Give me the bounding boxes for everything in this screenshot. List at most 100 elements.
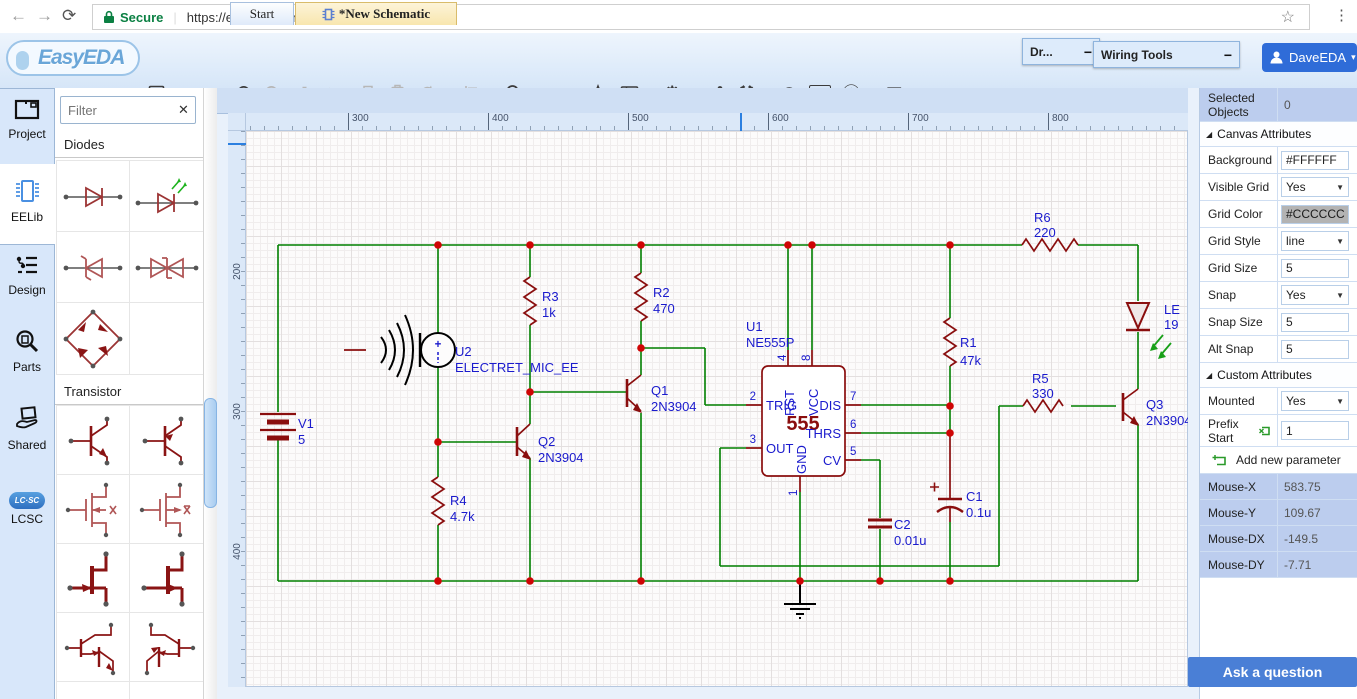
svg-text:Q3: Q3 xyxy=(1146,397,1163,412)
user-icon xyxy=(1269,50,1284,65)
svg-text:DIS: DIS xyxy=(819,398,841,413)
schematic-tab-icon xyxy=(322,8,335,21)
svg-text:U1: U1 xyxy=(746,319,763,334)
snap-size-input[interactable] xyxy=(1281,313,1349,332)
component-q2[interactable] xyxy=(517,424,531,460)
svg-text:U2: U2 xyxy=(455,344,472,359)
library-item-partial[interactable] xyxy=(56,681,130,699)
filter-input[interactable] xyxy=(61,102,176,119)
library-item-tvs-diode[interactable] xyxy=(129,231,203,304)
drawing-tools-minimize[interactable]: − xyxy=(1084,44,1092,60)
parts-search-icon xyxy=(14,328,40,354)
sidebar-item-eelib[interactable]: EELib xyxy=(0,178,54,224)
library-item-nmos[interactable] xyxy=(56,474,130,545)
schematic-canvas[interactable]: + V1 5 U2 ELECTRET_MIC_EE R3 1k R4 4.7k … xyxy=(246,131,1188,687)
logo-bubble-icon xyxy=(16,51,29,70)
wiring-tools-panel[interactable]: Wiring Tools − xyxy=(1093,41,1240,68)
library-scrollbar-track[interactable] xyxy=(203,88,217,699)
visible-grid-select[interactable]: Yes▼ xyxy=(1281,177,1349,197)
sidebar-item-design[interactable]: Design xyxy=(0,253,54,297)
sidebar-item-shared[interactable]: Shared xyxy=(0,406,54,452)
library-item-pmos[interactable] xyxy=(129,474,203,545)
svg-text:ELECTRET_MIC_EE: ELECTRET_MIC_EE xyxy=(455,360,579,375)
grid-size-input[interactable] xyxy=(1281,259,1349,278)
svg-text:LE: LE xyxy=(1164,302,1180,317)
svg-text:V1: V1 xyxy=(298,416,314,431)
user-account-button[interactable]: DaveEDA ▾ xyxy=(1262,43,1357,72)
wires[interactable] xyxy=(278,245,1138,581)
svg-text:330: 330 xyxy=(1032,386,1054,401)
schematic-drawing[interactable]: + V1 5 U2 ELECTRET_MIC_EE R3 1k R4 4.7k … xyxy=(246,131,1188,687)
prefix-start-input[interactable] xyxy=(1281,421,1349,440)
library-item-diode[interactable] xyxy=(56,160,130,233)
background-input[interactable] xyxy=(1281,151,1349,170)
library-filter[interactable]: ✕ xyxy=(60,96,196,124)
svg-text:R5: R5 xyxy=(1032,371,1049,386)
component-q3[interactable] xyxy=(1123,389,1139,426)
library-item-pnp[interactable] xyxy=(129,405,203,476)
ruler-mouse-y-marker xyxy=(228,143,246,145)
library-item-zener[interactable] xyxy=(56,231,130,304)
library-item-npn-darlington[interactable] xyxy=(56,612,130,683)
svg-text:4: 4 xyxy=(777,354,789,361)
svg-text:0.1u: 0.1u xyxy=(966,505,991,520)
svg-text:THRS: THRS xyxy=(806,426,842,441)
mouse-dx-row: Mouse-DX -149.5 xyxy=(1200,526,1357,552)
component-v1[interactable] xyxy=(260,414,296,438)
bookmark-star-icon[interactable]: ☆ xyxy=(1281,7,1295,27)
led-arrows-icon xyxy=(1150,335,1171,359)
svg-text:1: 1 xyxy=(788,490,800,496)
library-item-pnp-power[interactable] xyxy=(129,543,203,614)
mounted-select[interactable]: Yes▼ xyxy=(1281,391,1349,411)
svg-text:220: 220 xyxy=(1034,225,1056,240)
svg-text:47k: 47k xyxy=(960,353,981,368)
snap-size-row: Snap Size xyxy=(1200,309,1357,336)
library-item-pnp-darlington[interactable] xyxy=(129,612,203,683)
library-item-npn[interactable] xyxy=(56,405,130,476)
ask-a-question-button[interactable]: Ask a question xyxy=(1188,657,1357,687)
browser-menu-icon[interactable]: ⋮ xyxy=(1334,6,1349,24)
tab-start[interactable]: Start xyxy=(230,2,294,25)
library-scrollbar-thumb[interactable] xyxy=(204,398,217,508)
component-r2 xyxy=(635,273,647,321)
alt-snap-row: Alt Snap xyxy=(1200,336,1357,363)
canvas-attributes-header[interactable]: ◢ Canvas Attributes xyxy=(1200,122,1357,147)
custom-attributes-header[interactable]: ◢ Custom Attributes xyxy=(1200,363,1357,388)
library-item-led[interactable] xyxy=(129,160,203,233)
grid-size-row: Grid Size xyxy=(1200,255,1357,282)
svg-text:470: 470 xyxy=(653,301,675,316)
tab-new-schematic[interactable]: *New Schematic xyxy=(295,2,457,25)
library-item-bridge-rectifier[interactable] xyxy=(56,302,130,375)
library-item-partial[interactable] xyxy=(129,681,203,699)
back-icon[interactable]: ← xyxy=(10,6,27,26)
mouse-y-row: Mouse-Y 109.67 xyxy=(1200,500,1357,526)
component-r1 xyxy=(944,318,956,366)
forward-icon[interactable]: → xyxy=(36,6,53,26)
snap-select[interactable]: Yes▼ xyxy=(1281,285,1349,305)
component-led[interactable] xyxy=(1126,303,1150,330)
svg-text:R6: R6 xyxy=(1034,210,1051,225)
remove-parameter-icon[interactable] xyxy=(1258,424,1271,437)
clear-filter-icon[interactable]: ✕ xyxy=(178,102,189,118)
grid-style-select[interactable]: line▼ xyxy=(1281,231,1349,251)
svg-text:4.7k: 4.7k xyxy=(450,509,475,524)
sidebar-item-lcsc[interactable]: LC·SC LCSC xyxy=(0,492,54,526)
library-item-npn-power[interactable] xyxy=(56,543,130,614)
svg-text:Q1: Q1 xyxy=(651,383,668,398)
component-c2[interactable] xyxy=(868,520,892,527)
ground-symbol[interactable] xyxy=(784,581,816,618)
component-library-panel: ✕ Diodes Transistor xyxy=(55,88,203,699)
component-u2[interactable]: + xyxy=(381,315,455,385)
component-c1[interactable] xyxy=(930,434,963,522)
sidebar-item-parts[interactable]: Parts xyxy=(0,328,54,374)
grid-color-input[interactable] xyxy=(1281,205,1349,224)
add-new-parameter-button[interactable]: Add new parameter xyxy=(1200,447,1357,474)
reload-icon[interactable]: ⟳ xyxy=(62,6,76,26)
drawing-tools-panel[interactable]: Dr... − xyxy=(1022,38,1100,65)
alt-snap-input[interactable] xyxy=(1281,340,1349,359)
sidebar-item-project[interactable]: Project xyxy=(0,97,54,141)
component-q1[interactable] xyxy=(627,375,642,413)
svg-text:19: 19 xyxy=(1164,317,1178,332)
wiring-tools-minimize[interactable]: − xyxy=(1224,47,1232,63)
project-folder-icon xyxy=(13,97,41,121)
